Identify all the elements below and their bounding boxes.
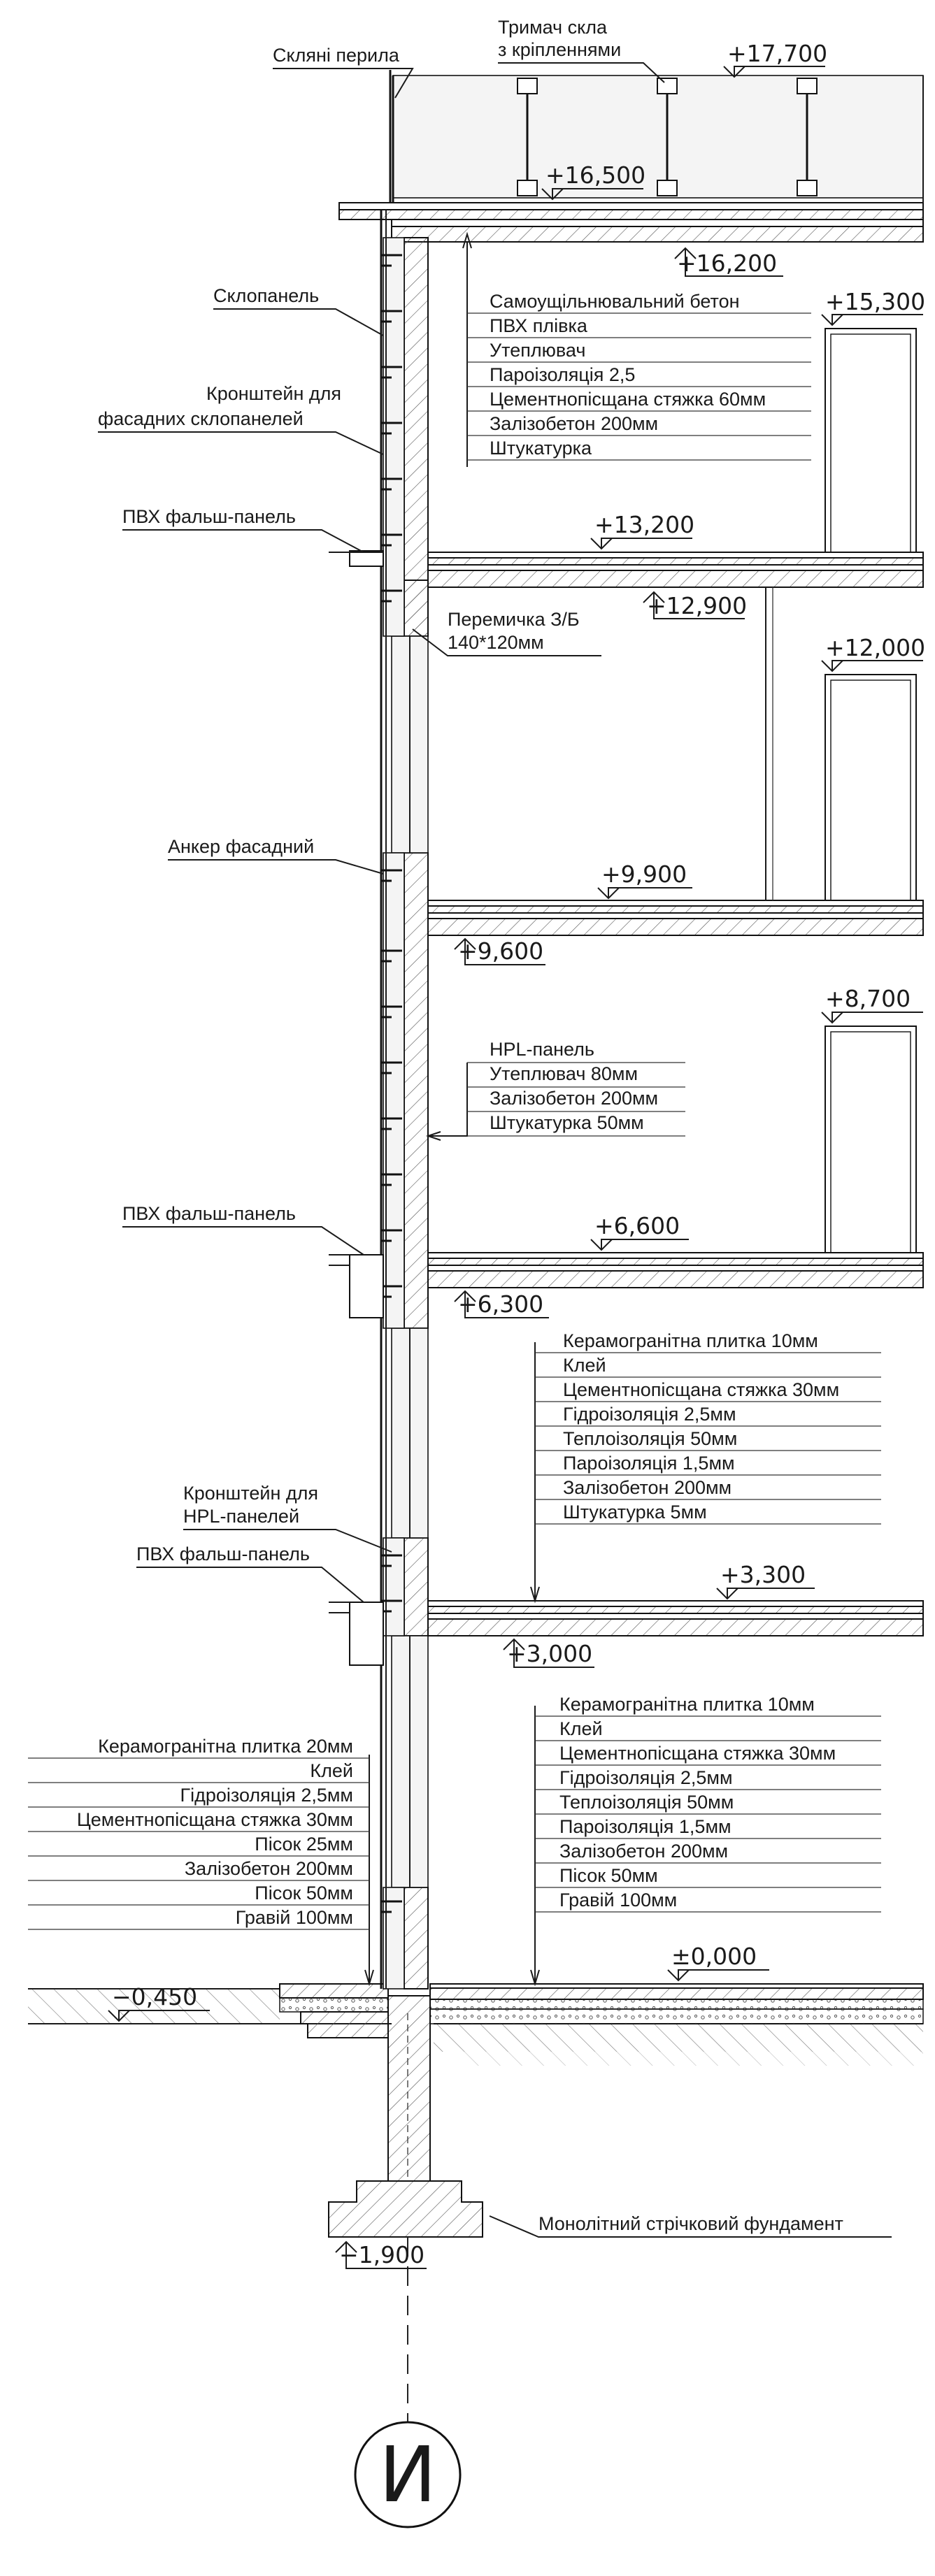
wall-layer-1: Утеплювач 80мм bbox=[490, 1063, 638, 1084]
elev-3000: +3,000 bbox=[507, 1640, 592, 1667]
floor-slab-6600 bbox=[329, 1252, 924, 1318]
elev-17700: +17,700 bbox=[727, 40, 827, 67]
elev-9600: +9,600 bbox=[458, 937, 543, 965]
floor-ground-layer-3: Гідроізоляція 2,5мм bbox=[559, 1767, 733, 1788]
elev-0000: ±0,000 bbox=[671, 1943, 757, 1970]
label-glass-holder-2: з кріпленнями bbox=[498, 39, 621, 60]
elev-3300: +3,300 bbox=[720, 1561, 806, 1588]
label-pvc-panel-1: ПВХ фальш-панель bbox=[122, 506, 296, 527]
label-pvc-panel-3: ПВХ фальш-панель bbox=[136, 1544, 310, 1564]
label-pvc-panel-2: ПВХ фальш-панель bbox=[122, 1203, 296, 1224]
roof-layer-5: Залізобетон 200мм bbox=[490, 413, 658, 434]
porch-layer-2: Гідроізоляція 2,5мм bbox=[180, 1785, 353, 1806]
pvc-panel-top bbox=[329, 550, 384, 567]
elev-16200: +16,200 bbox=[677, 250, 777, 277]
label-lintel-1: Перемичка З/Б bbox=[448, 609, 580, 630]
left-callouts: Скляні перила Тримач скла з кріпленнями … bbox=[98, 17, 892, 2238]
wall-layer-0: HPL-панель bbox=[490, 1039, 594, 1060]
label-glass-panel: Склопанель bbox=[213, 285, 319, 306]
elev-6600: +6,600 bbox=[594, 1212, 680, 1239]
roof-layer-0: Самоущільнювальний бетон bbox=[490, 291, 740, 312]
floor-ground-layer-4: Теплоізоляція 50мм bbox=[559, 1792, 734, 1813]
floor-slab-3300 bbox=[329, 1600, 924, 1666]
floor-slab-13200 bbox=[427, 552, 924, 588]
porch-slab bbox=[279, 1983, 389, 2038]
floor-upper-layer-5: Пароізоляція 1,5мм bbox=[563, 1453, 735, 1474]
strip-foundation bbox=[328, 1995, 483, 2433]
floor-slab-9900 bbox=[427, 900, 924, 936]
floor-ground-layer-8: Гравій 100мм bbox=[559, 1890, 677, 1911]
floor-upper-layer-7: Штукатурка 5мм bbox=[563, 1502, 707, 1523]
floor-ground-layer-5: Пароізоляція 1,5мм bbox=[559, 1816, 731, 1837]
label-anchor: Анкер фасадний bbox=[168, 836, 314, 857]
porch-layer-0: Керамогранітна плитка 20мм bbox=[98, 1736, 353, 1757]
porch-layer-4: Пісок 25мм bbox=[255, 1834, 353, 1855]
stack-porch: Керамогранітна плитка 20мм Клей Гідроізо… bbox=[28, 1736, 374, 1987]
floor-upper-layer-0: Керамогранітна плитка 10мм bbox=[563, 1330, 818, 1351]
wall-layer-3: Штукатурка 50мм bbox=[490, 1112, 644, 1133]
glass-railing bbox=[389, 70, 924, 203]
floor-upper-layer-2: Цементнопісщана стяжка 30мм bbox=[563, 1379, 839, 1400]
floor-upper-layer-3: Гідроізоляція 2,5мм bbox=[563, 1404, 736, 1425]
floor-ground-layer-6: Залізобетон 200мм bbox=[559, 1841, 728, 1862]
elev-13200: +13,200 bbox=[594, 511, 694, 538]
floor-upper-layer-4: Теплоізоляція 50мм bbox=[563, 1428, 737, 1449]
roof-layer-4: Цементнопісщана стяжка 60мм bbox=[490, 389, 766, 410]
bearing-wall bbox=[380, 210, 429, 1989]
floor-ground-layer-1: Клей bbox=[559, 1718, 603, 1739]
interior-partition bbox=[765, 328, 917, 1253]
label-foundation: Монолітний стрічковий фундамент bbox=[538, 2213, 843, 2234]
label-bracket-glass-1: Кронштейн для bbox=[206, 383, 341, 404]
elev-6300: +6,300 bbox=[458, 1290, 543, 1318]
elev-12900: +12,900 bbox=[647, 592, 747, 619]
porch-layer-3: Цементнопісщана стяжка 30мм bbox=[77, 1809, 353, 1830]
facade-brackets bbox=[381, 254, 402, 1913]
label-bracket-hpl-1: Кронштейн для bbox=[183, 1483, 318, 1504]
roof-layer-2: Утеплювач bbox=[490, 340, 585, 361]
ground bbox=[28, 1988, 923, 2066]
porch-layer-7: Гравій 100мм bbox=[236, 1907, 353, 1928]
label-bracket-hpl-2: HPL-панелей bbox=[183, 1506, 299, 1527]
elev-m1900: −1,900 bbox=[339, 2241, 424, 2268]
roof-layer-3: Пароізоляція 2,5 bbox=[490, 364, 635, 385]
elev-16500: +16,500 bbox=[545, 161, 645, 189]
porch-layer-6: Пісок 50мм bbox=[255, 1883, 353, 1904]
elev-9900: +9,900 bbox=[601, 861, 687, 888]
roof-layer-1: ПВХ плівка bbox=[490, 315, 588, 336]
floor-ground-layer-2: Цементнопісщана стяжка 30мм bbox=[559, 1743, 836, 1764]
roof-slab bbox=[338, 202, 924, 243]
elev-8700: +8,700 bbox=[825, 985, 911, 1012]
floor-upper-layer-1: Клей bbox=[563, 1355, 606, 1376]
section-mark: И bbox=[354, 2421, 462, 2528]
elev-15300: +15,300 bbox=[825, 288, 925, 315]
label-glass-railing: Скляні перила bbox=[273, 45, 400, 66]
wall-layer-2: Залізобетон 200мм bbox=[490, 1088, 658, 1109]
floor-ground-layer-0: Керамогранітна плитка 10мм bbox=[559, 1694, 815, 1715]
stack-floor-ground: Керамогранітна плитка 10мм Клей Цементно… bbox=[530, 1694, 881, 1987]
ground-floor-slab bbox=[429, 1983, 924, 2024]
floor-upper-layer-6: Залізобетон 200мм bbox=[563, 1477, 731, 1498]
label-glass-holder-1: Тримач скла bbox=[498, 17, 608, 38]
label-bracket-glass-2: фасадних склопанелей bbox=[98, 408, 304, 429]
label-lintel-2: 140*120мм bbox=[448, 632, 544, 653]
porch-layer-1: Клей bbox=[310, 1760, 353, 1781]
porch-layer-5: Залізобетон 200мм bbox=[185, 1858, 353, 1879]
elev-m0450: −0,450 bbox=[112, 1983, 197, 2010]
stack-wall-hpl: HPL-панель Утеплювач 80мм Залізобетон 20… bbox=[425, 1039, 685, 1141]
stack-floor-upper: Керамогранітна плитка 10мм Клей Цементно… bbox=[530, 1330, 881, 1604]
elevation-texts: +17,700 +16,500 +16,200 +15,300 +13,200 … bbox=[112, 40, 925, 2268]
elevation-marks bbox=[108, 66, 923, 2269]
floor-ground-layer-7: Пісок 50мм bbox=[559, 1865, 658, 1886]
stack-roof: Самоущільнювальний бетон ПВХ плівка Утеп… bbox=[462, 231, 811, 467]
elev-12000: +12,000 bbox=[825, 634, 925, 661]
section-mark-letter: И bbox=[379, 2430, 436, 2519]
roof-layer-6: Штукатурка bbox=[490, 438, 592, 459]
